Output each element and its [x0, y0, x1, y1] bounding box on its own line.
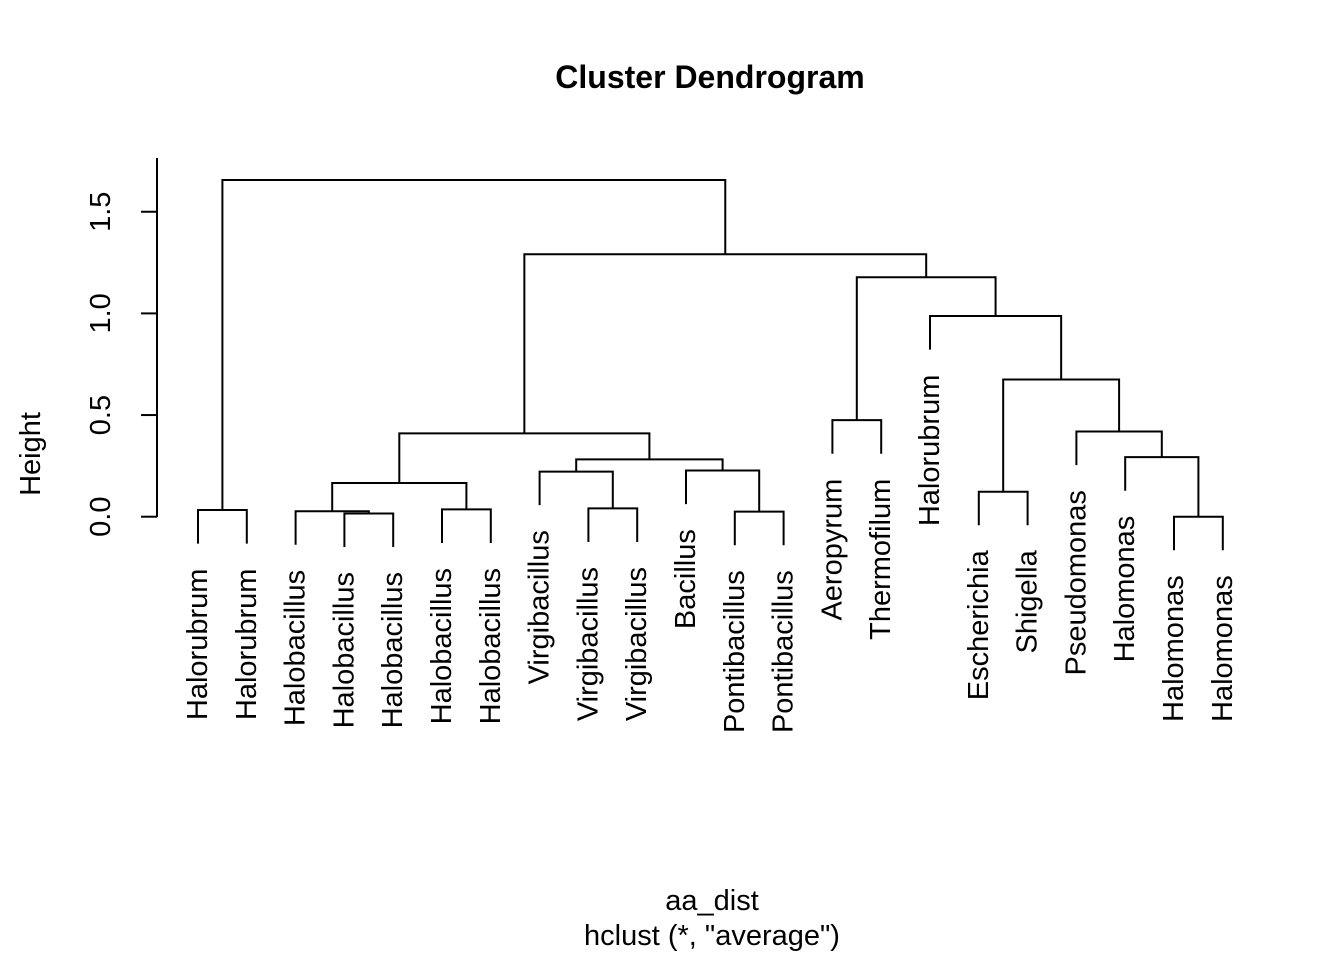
dendrogram-tree: [197, 179, 1224, 551]
dendrogram-link: [331, 481, 468, 512]
dendrogram-link: [1124, 456, 1200, 517]
dendrogram-link: [1173, 515, 1224, 551]
y-axis: 0.0 0.5 1.0 1.5: [85, 158, 158, 537]
leaf-label: Pontibacillus: [719, 570, 751, 733]
leaf-label: Halobacillus: [280, 570, 312, 726]
dendrogram-link: [733, 510, 785, 546]
leaf-label: Halorubrum: [182, 569, 214, 721]
leaf-label: Virgibacillus: [524, 530, 556, 684]
caption-line-2: hclust (*, "average"): [584, 920, 840, 952]
leaf-label: Halobacillus: [426, 568, 458, 724]
dendrogram-link: [343, 512, 395, 548]
leaf-label: Halorubrum: [231, 569, 263, 721]
dendrogram-link: [1075, 430, 1163, 466]
leaf-label: Virgibacillus: [621, 567, 653, 721]
dendrogram-link: [1002, 378, 1121, 492]
leaf-label: Aeropyrum: [816, 479, 848, 621]
leaf-label: Pseudomonas: [1060, 490, 1092, 675]
y-axis-tick-label: 1.0: [85, 293, 117, 333]
leaf-label: Thermofilum: [865, 479, 897, 640]
leaf-label: Halobacillus: [377, 572, 409, 728]
leaf-label: Halobacillus: [328, 572, 360, 728]
leaf-label: Halomonas: [1158, 575, 1190, 722]
y-axis-tick-label: 0.0: [85, 497, 117, 537]
dendrogram-link: [441, 508, 492, 543]
dendrogram-link: [221, 179, 727, 510]
dendrogram-link: [929, 315, 1063, 380]
y-axis-title: Height: [15, 412, 47, 496]
y-axis-tick-label: 1.5: [85, 192, 117, 232]
leaf-label: Virgibacillus: [572, 567, 604, 721]
leaf-label: Shigella: [1012, 549, 1044, 653]
leaf-label: Halobacillus: [475, 568, 507, 724]
leaf-label: Halorubrum: [914, 375, 946, 527]
y-axis-tick-label: 0.5: [85, 395, 117, 435]
leaf-label: Halomonas: [1207, 575, 1239, 722]
leaf-label: Escherichia: [963, 549, 995, 700]
dendrogram-link: [685, 469, 761, 512]
dendrogram-link: [523, 253, 928, 434]
dendrogram-link: [197, 508, 248, 544]
dendrogram-link: [294, 510, 370, 545]
dendrogram-link: [831, 419, 883, 454]
leaf-label: Bacillus: [670, 529, 702, 629]
dendrogram-link: [977, 490, 1029, 526]
plot-title: Cluster Dendrogram: [555, 59, 864, 95]
dendrogram-link: [538, 470, 614, 509]
leaf-label: Pontibacillus: [768, 570, 800, 733]
caption-line-1: aa_dist: [665, 885, 759, 917]
leaf-label: Halomonas: [1109, 516, 1141, 663]
dendrogram-link: [855, 276, 997, 421]
dendrogram-link: [587, 507, 639, 542]
